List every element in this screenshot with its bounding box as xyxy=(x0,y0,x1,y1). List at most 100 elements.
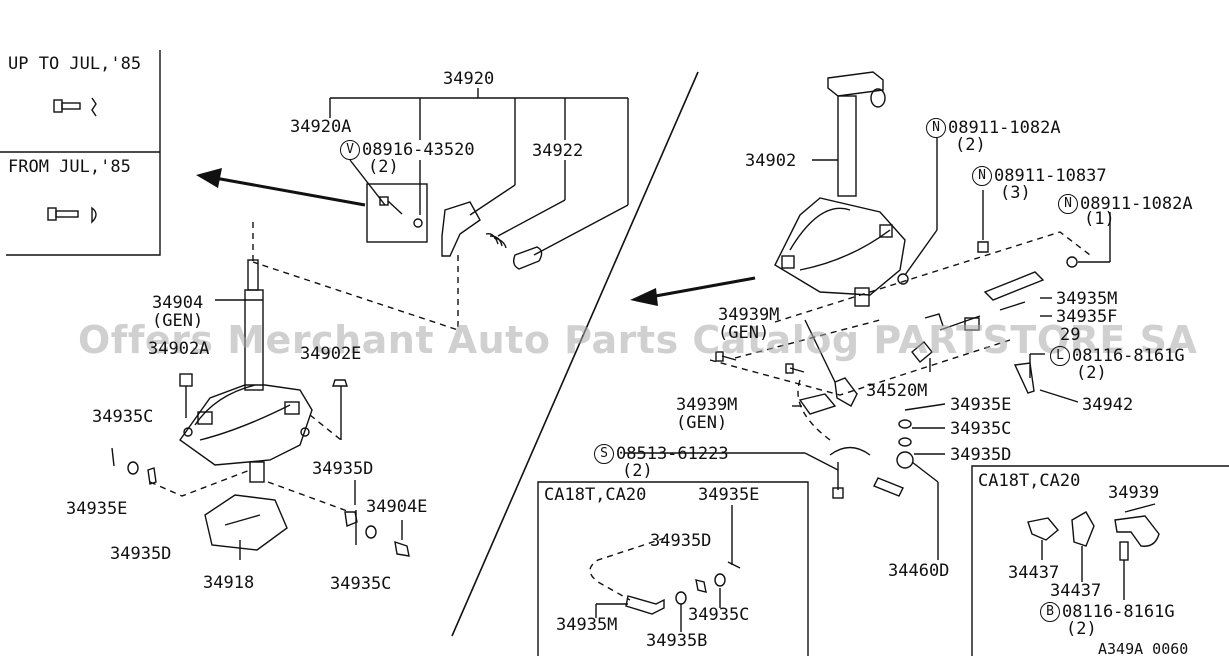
part-label-gen: (GEN) xyxy=(676,413,728,433)
cover-plate-icon xyxy=(204,494,288,551)
inset-frame xyxy=(971,465,1229,656)
nut-icon xyxy=(1066,256,1078,268)
shift-lever-icon xyxy=(812,71,886,197)
bolt-icon xyxy=(715,351,724,362)
quantity-label: (2) xyxy=(368,157,399,177)
part-label-partial: 29 xyxy=(1060,325,1081,345)
part-label: 34935D xyxy=(950,445,1012,465)
part-label: 34904E xyxy=(366,497,428,517)
part-label: 34920A xyxy=(290,117,352,137)
shifter-base-icon xyxy=(179,384,313,483)
part-label: 34935C xyxy=(950,419,1012,439)
washer-icon xyxy=(714,573,726,587)
part-label: 34922 xyxy=(532,141,584,161)
part-number: 08911-1082A xyxy=(1080,194,1193,214)
v-symbol-icon: V xyxy=(340,140,360,160)
cable-end-icon xyxy=(939,271,1045,331)
part-label: 34935F xyxy=(1056,307,1118,327)
s-symbol-icon: S xyxy=(594,444,614,464)
cable-end-icon xyxy=(625,595,665,615)
nut-icon xyxy=(179,373,193,387)
bushing-icon xyxy=(695,579,707,593)
inset-title: CA18T,CA20 xyxy=(544,485,647,505)
nut-icon xyxy=(897,273,909,285)
nut-icon xyxy=(977,241,989,253)
part-label: 34904 xyxy=(152,293,204,313)
bolt-icon xyxy=(832,487,844,499)
part-label: 34902 xyxy=(745,151,797,171)
inset-label-from: FROM JUL,'85 xyxy=(8,157,131,177)
part-label: 34935M xyxy=(556,615,618,635)
part-label: 34935D xyxy=(650,531,712,551)
part-number: 08513-61223 xyxy=(616,444,729,464)
part-label: 34939 xyxy=(1108,483,1160,503)
part-number: 08916-43520 xyxy=(362,140,475,160)
washer-icon xyxy=(127,461,139,475)
part-label: 34935C xyxy=(688,605,750,625)
part-label: 34935B xyxy=(646,631,708,651)
bolt-icon xyxy=(785,363,794,374)
bracket-icon xyxy=(834,377,858,407)
part-label: 34920 xyxy=(443,69,495,89)
bracket-icon xyxy=(1013,362,1035,394)
cable-end-icon xyxy=(873,477,904,497)
clip-icon xyxy=(1071,511,1095,547)
washer-icon xyxy=(675,591,687,605)
part-number: 08116-8161G xyxy=(1062,602,1175,622)
diagram-code: A349A 0060 xyxy=(1098,640,1189,658)
knob-icon xyxy=(441,201,543,270)
divider-line xyxy=(451,71,699,637)
clip-icon xyxy=(1027,517,1059,541)
quantity-label: (2) xyxy=(1076,363,1107,383)
part-label: 34902E xyxy=(300,344,362,364)
part-label: 34935D xyxy=(110,544,172,564)
clip-icon xyxy=(111,447,115,467)
clip-icon xyxy=(829,446,871,456)
quantity-label: (2) xyxy=(1066,619,1097,639)
inset-frame xyxy=(6,50,161,256)
part-number: 08911-1082A xyxy=(948,118,1061,138)
inset-title: CA18T,CA20 xyxy=(978,471,1081,491)
quantity-label: (3) xyxy=(1000,183,1031,203)
clip-icon xyxy=(727,561,741,569)
b-symbol-icon: B xyxy=(1040,602,1060,622)
washer-icon xyxy=(898,419,912,429)
bolt-icon xyxy=(1119,541,1129,561)
quantity-label: (2) xyxy=(622,461,653,481)
part-label: 34942 xyxy=(1082,395,1134,415)
part-label: 34460D xyxy=(888,561,950,581)
quantity-label: (1) xyxy=(1084,209,1115,229)
part-number: 08116-8161G xyxy=(1072,346,1185,366)
part-label: 34437 xyxy=(1008,563,1060,583)
part-label: 34935E xyxy=(66,499,128,519)
part-label: 34935M xyxy=(1056,289,1118,309)
bushing-icon xyxy=(147,467,157,485)
screw-icon xyxy=(379,196,423,228)
shift-lever-icon xyxy=(244,259,264,391)
bracket-icon xyxy=(798,393,837,415)
clip-icon xyxy=(924,313,944,327)
part-label: 34939M xyxy=(718,305,780,325)
inset-frame xyxy=(537,481,809,656)
n-symbol-icon: N xyxy=(972,166,992,186)
part-label: 34935C xyxy=(92,407,154,427)
washer-icon xyxy=(365,525,377,539)
arrow-icon xyxy=(214,176,366,207)
part-label: 34935D xyxy=(312,459,374,479)
part-label: 34520M xyxy=(866,381,928,401)
quantity-label: (2) xyxy=(955,135,986,155)
part-label-gen: (GEN) xyxy=(718,323,770,343)
part-label: 34902A xyxy=(148,339,210,359)
bolt-icon xyxy=(53,97,97,117)
clip-icon xyxy=(911,341,933,363)
bolt-icon xyxy=(47,206,97,224)
n-symbol-icon: N xyxy=(926,118,946,138)
